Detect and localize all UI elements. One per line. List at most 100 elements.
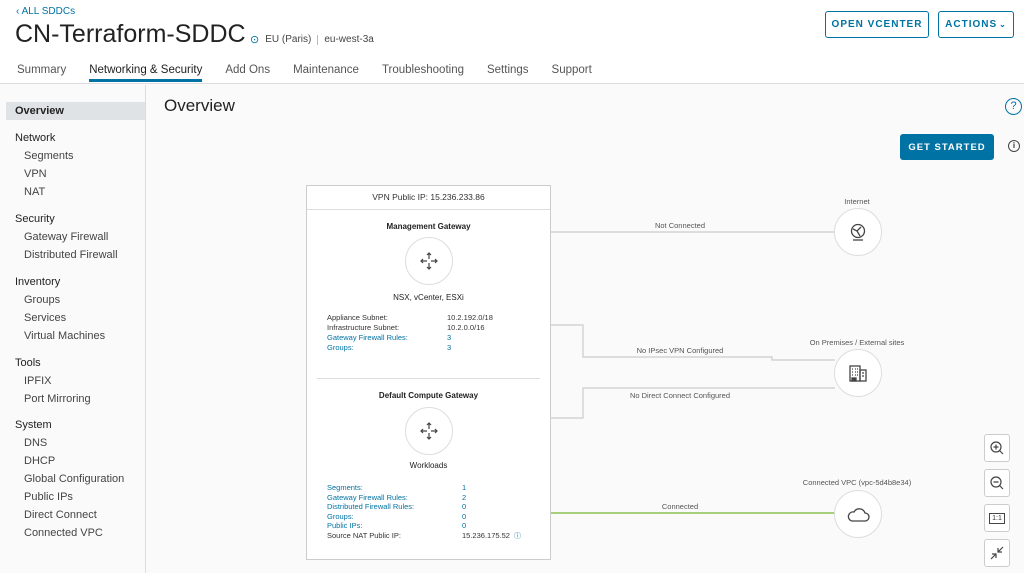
zoom-in-icon (990, 441, 1004, 455)
divider (317, 378, 540, 379)
row-value[interactable]: 3 (447, 343, 452, 352)
zoom-in-button[interactable] (984, 434, 1010, 462)
tab-bar: Summary Networking & Security Add Ons Ma… (17, 64, 615, 82)
compute-gateway-router-icon[interactable] (405, 407, 453, 455)
on-premises-label: On Premises / External sites (809, 338, 905, 347)
collapse-arrows-icon (990, 546, 1004, 560)
sidebar-item-distributed-firewall[interactable]: Distributed Firewall (24, 249, 118, 261)
location: ⊙ EU (Paris) eu-west-3a (250, 33, 374, 46)
sidebar-item-ipfix[interactable]: IPFIX (24, 375, 52, 387)
row-key[interactable]: Groups: (327, 511, 354, 521)
sidebar-section-network: Network (15, 132, 56, 144)
cgw-details: Segments: 1 Gateway Firewall Rules: 2 Dist… (327, 483, 542, 541)
sidebar-item-virtual-machines[interactable]: Virtual Machines (24, 330, 106, 342)
zoom-out-button[interactable] (984, 469, 1010, 497)
cgw-subtitle: Workloads (409, 461, 448, 470)
sidebar-item-overview[interactable]: Overview (6, 102, 145, 120)
row-value[interactable]: 0 (462, 511, 467, 521)
row-key[interactable]: Segments: (327, 483, 363, 492)
cgw-row-link[interactable]: Gateway Firewall Rules: 2 (327, 493, 542, 503)
direct-connect-edge (551, 387, 835, 419)
row-value[interactable]: 1 (462, 483, 467, 492)
row-key[interactable]: Public IPs: (327, 521, 363, 531)
sidebar-section-system: System (15, 419, 52, 431)
zone: eu-west-3a (324, 34, 374, 45)
internet-globe-icon[interactable] (834, 208, 882, 256)
internet-edge-label: Not Connected (654, 221, 706, 230)
building-icon[interactable] (834, 349, 882, 397)
sidebar-item-dhcp[interactable]: DHCP (24, 455, 56, 467)
get-started-button[interactable]: GET STARTED (900, 134, 994, 160)
row-key[interactable]: Groups: (327, 343, 354, 352)
cgw-title: Default Compute Gateway (378, 391, 479, 400)
row-value[interactable]: 0 (462, 502, 467, 512)
actual-size-icon: 1:1 (989, 512, 1005, 524)
sidebar-item-direct-connect[interactable]: Direct Connect (24, 509, 97, 521)
overview-title: Overview (164, 96, 235, 115)
tab-troubleshooting[interactable]: Troubleshooting (381, 64, 464, 76)
actions-button[interactable]: ACTIONS⌄ (938, 11, 1014, 38)
chevron-down-icon: ⌄ (999, 20, 1007, 29)
actual-size-button[interactable]: 1:1 (984, 504, 1010, 532)
tab-support[interactable]: Support (551, 64, 592, 76)
row-key[interactable]: Gateway Firewall Rules: (327, 333, 408, 342)
info-icon[interactable]: i (1008, 140, 1020, 152)
mgw-subtitle: NSX, vCenter, ESXi (393, 293, 464, 302)
row-value: 10.2.0.0/16 (447, 323, 485, 332)
help-icon[interactable]: ? (1005, 98, 1022, 115)
sidebar-item-connected-vpc[interactable]: Connected VPC (24, 527, 103, 539)
sidebar-item-groups[interactable]: Groups (24, 294, 61, 306)
tab-settings[interactable]: Settings (486, 64, 529, 76)
sidebar-item-services[interactable]: Services (24, 312, 67, 324)
row-value: 10.2.192.0/18 (447, 313, 493, 322)
mgw-row-link[interactable]: Gateway Firewall Rules: 3 (327, 333, 537, 343)
info-icon[interactable]: ⓘ (513, 532, 521, 540)
vpn-edge-label: No IPsec VPN Configured (636, 346, 724, 355)
mgw-row-link[interactable]: Groups: 3 (327, 343, 537, 353)
sidebar: Overview Network Segments VPN NAT Securi… (0, 85, 146, 573)
row-value[interactable]: 3 (447, 333, 452, 342)
row-key: Infrastructure Subnet: (327, 323, 400, 332)
sidebar-item-nat[interactable]: NAT (24, 186, 46, 198)
cgw-row-link[interactable]: Groups: 0 (327, 512, 542, 522)
zoom-out-icon (990, 476, 1004, 490)
sidebar-item-vpn[interactable]: VPN (24, 168, 47, 180)
page-title: CN-Terraform-SDDC (15, 20, 246, 48)
tab-maintenance[interactable]: Maintenance (293, 64, 359, 76)
row-value: 15.236.175.52 (462, 530, 510, 540)
vpn-edge (551, 324, 835, 361)
sidebar-item-dns[interactable]: DNS (24, 437, 48, 449)
cloud-icon[interactable] (834, 490, 882, 538)
sidebar-item-gateway-firewall[interactable]: Gateway Firewall (24, 231, 109, 243)
tab-summary[interactable]: Summary (17, 64, 67, 76)
sidebar-section-tools: Tools (15, 357, 41, 369)
cgw-row-link[interactable]: Segments: 1 (327, 483, 542, 493)
direct-connect-edge-label: No Direct Connect Configured (629, 391, 731, 400)
all-sddcs-link[interactable]: ‹ ALL SDDCs (16, 6, 76, 17)
tab-add-ons[interactable]: Add Ons (225, 64, 271, 76)
management-gateway-router-icon[interactable] (405, 237, 453, 285)
vpn-public-ip: VPN Public IP: 15.236.233.86 (307, 186, 550, 210)
sidebar-item-segments[interactable]: Segments (24, 150, 74, 162)
row-key: Appliance Subnet: (327, 313, 388, 322)
fit-to-screen-button[interactable] (984, 539, 1010, 567)
row-key[interactable]: Distributed Firewall Rules: (327, 502, 415, 512)
internet-label: Internet (844, 197, 870, 206)
mgw-title: Management Gateway (386, 222, 471, 231)
open-vcenter-button[interactable]: OPEN VCENTER (825, 11, 929, 38)
sidebar-section-inventory: Inventory (15, 276, 61, 288)
row-value[interactable]: 2 (462, 492, 467, 502)
cgw-row-link[interactable]: Distributed Firewall Rules: 0 (327, 502, 542, 512)
tab-networking-security[interactable]: Networking & Security (89, 64, 203, 82)
mgw-row: Infrastructure Subnet: 10.2.0.0/16 (327, 323, 537, 333)
cgw-row-link[interactable]: Public IPs: 0 (327, 521, 542, 531)
back-label: ALL SDDCs (21, 6, 76, 17)
sidebar-item-port-mirroring[interactable]: Port Mirroring (24, 393, 91, 405)
sidebar-item-public-ips[interactable]: Public IPs (24, 491, 73, 503)
row-key[interactable]: Gateway Firewall Rules: (327, 492, 408, 502)
row-value[interactable]: 0 (462, 521, 467, 531)
vpc-edge-label: Connected (661, 502, 699, 511)
row-key: Source NAT Public IP: (327, 530, 401, 540)
sidebar-item-global-configuration[interactable]: Global Configuration (24, 473, 125, 485)
